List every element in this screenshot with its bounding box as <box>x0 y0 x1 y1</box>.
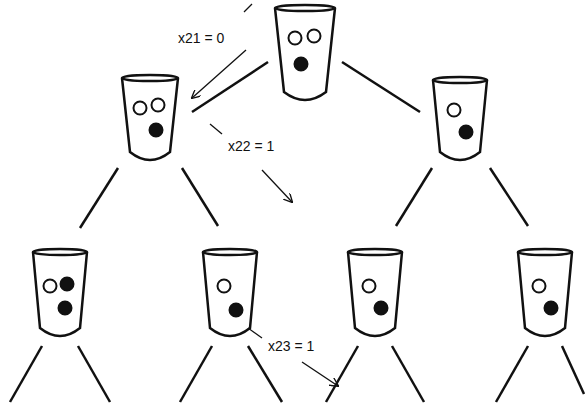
path-arrows <box>192 4 338 386</box>
urn-body <box>275 8 335 100</box>
white-ball <box>533 280 546 293</box>
tree-branches <box>10 62 584 402</box>
urn-rim <box>348 249 402 255</box>
urn <box>433 77 487 160</box>
urn-body <box>518 252 572 336</box>
urn-rim <box>433 77 487 83</box>
path-label: x21 = 0 <box>176 30 226 47</box>
urns <box>33 5 572 336</box>
tree-branch <box>392 346 424 402</box>
tree-branch <box>342 62 420 112</box>
tree-branch <box>496 346 528 402</box>
tree-branch <box>80 168 118 228</box>
tree-branch <box>326 346 358 402</box>
path-label: x23 = 1 <box>266 338 316 355</box>
white-ball <box>448 104 461 117</box>
white-ball <box>44 280 57 293</box>
urn <box>122 75 178 160</box>
urn-body <box>33 252 87 336</box>
black-ball <box>150 124 163 137</box>
path-arrow <box>262 170 292 202</box>
tree-branch <box>562 346 584 394</box>
urn-body <box>203 252 257 336</box>
black-ball <box>61 278 74 291</box>
urn <box>203 249 257 336</box>
white-ball <box>134 102 147 115</box>
white-ball <box>289 32 302 45</box>
tree-branch <box>180 346 212 402</box>
black-ball <box>230 304 243 317</box>
black-ball <box>460 126 473 139</box>
urn <box>518 249 572 336</box>
white-ball <box>308 30 321 43</box>
tree-branch <box>182 168 218 226</box>
urn-rim <box>275 5 335 11</box>
urn-body <box>433 80 487 160</box>
urn <box>348 249 402 336</box>
arrow-tick <box>248 328 262 338</box>
urn-rim <box>203 249 257 255</box>
white-ball <box>152 99 165 112</box>
black-ball <box>375 302 388 315</box>
white-ball <box>363 280 376 293</box>
tree-branch <box>78 346 110 402</box>
urn-body <box>122 78 178 160</box>
path-arrow <box>192 50 246 98</box>
black-ball <box>59 302 72 315</box>
path-arrow <box>302 362 338 386</box>
urn-rim <box>33 249 87 255</box>
arrow-tick <box>244 4 252 12</box>
urn <box>33 249 87 336</box>
urn-rim <box>122 75 178 81</box>
black-ball <box>295 58 308 71</box>
arrow-tick <box>210 124 222 134</box>
black-ball <box>545 302 558 315</box>
urn <box>275 5 335 100</box>
tree-branch <box>396 168 432 226</box>
path-label: x22 = 1 <box>226 138 276 155</box>
urn-body <box>348 252 402 336</box>
urn-rim <box>518 249 572 255</box>
tree-branch <box>490 168 528 226</box>
tree-branch <box>10 346 42 402</box>
white-ball <box>218 280 231 293</box>
